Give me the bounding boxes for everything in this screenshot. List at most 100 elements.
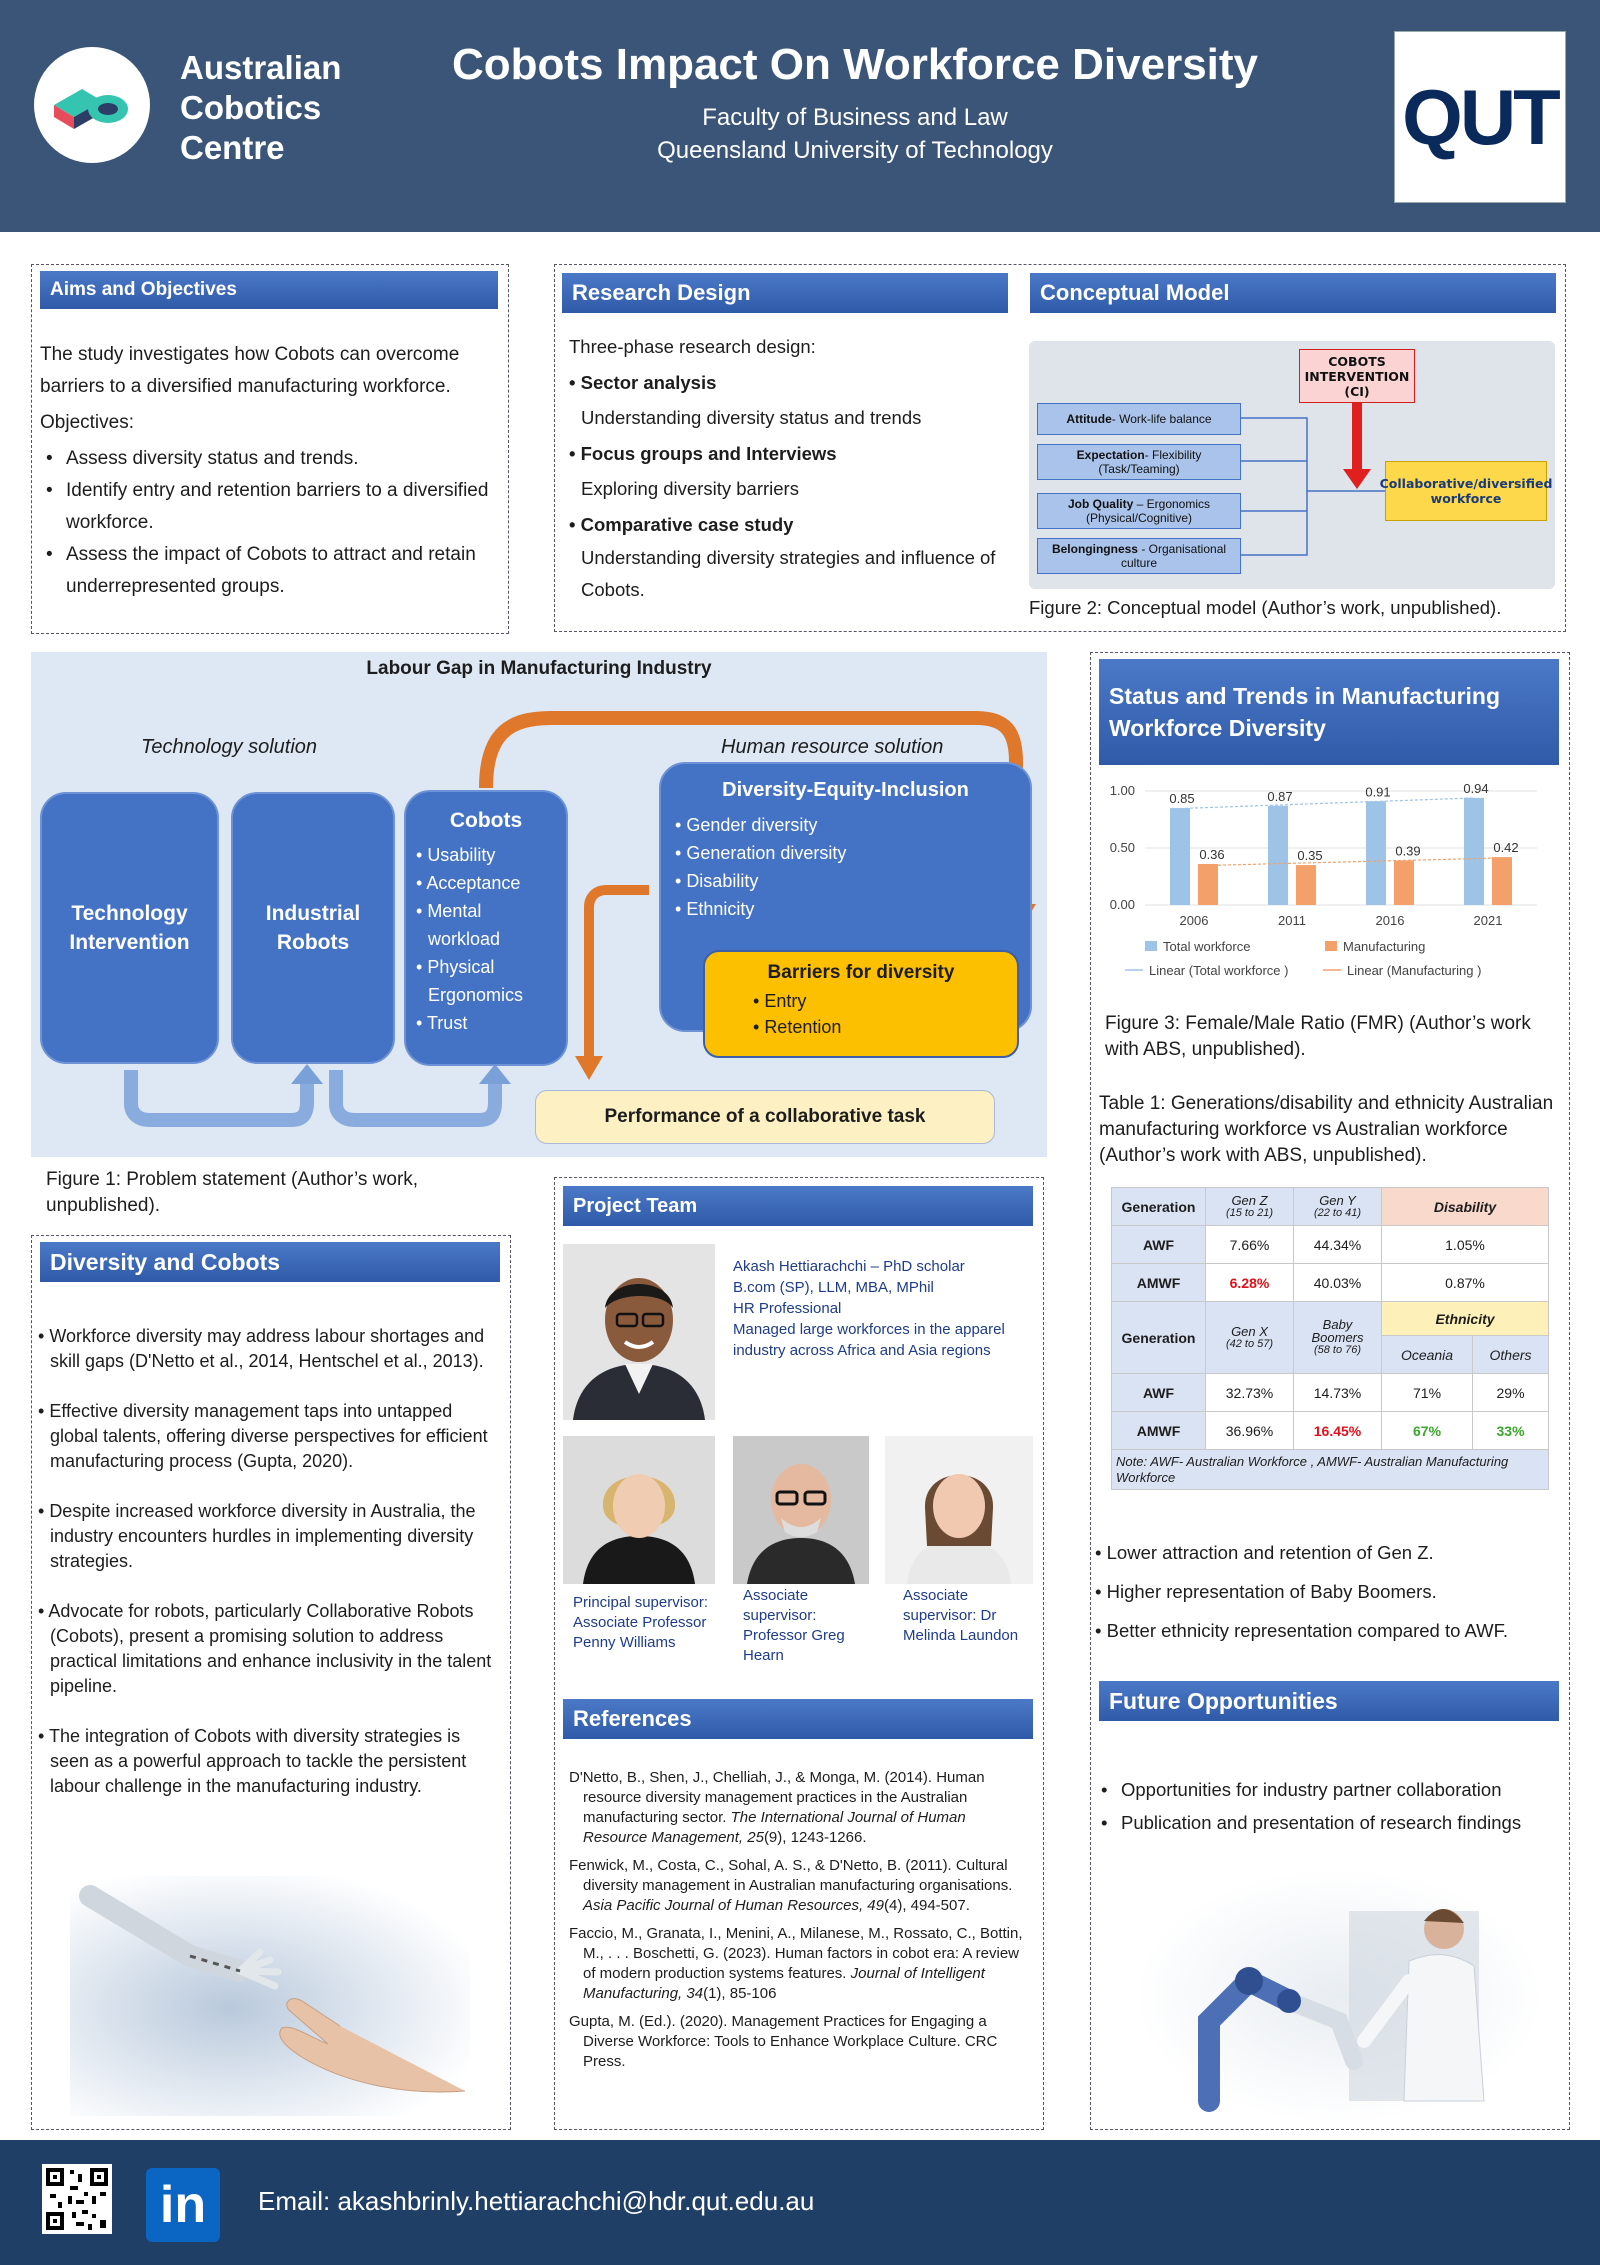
cell-amwf-oceania: 67% <box>1380 1411 1474 1450</box>
x-tick-label: 2011 <box>1278 913 1306 928</box>
data-label: 0.91 <box>1365 784 1390 799</box>
diversity-list: • Workforce diversity may address labour… <box>38 1324 500 1799</box>
aims-heading: Aims and Objectives <box>40 271 498 309</box>
cobots-item: • Trust <box>416 1013 468 1033</box>
legend-label: Total workforce <box>1163 939 1250 954</box>
supervisor1-photo <box>563 1436 715 1584</box>
cell-awf-disability: 1.05% <box>1381 1225 1549 1264</box>
bar-total <box>1366 801 1386 905</box>
conceptual-model-figure: COBOTS INTERVENTION (CI) Attitude- Work-… <box>1029 341 1555 589</box>
ref-text: Faccio, M., Granata, I., Menini, A., Mil… <box>569 1925 1023 1982</box>
poster-header: Australian Cobotics Centre Cobots Impact… <box>0 0 1600 232</box>
geny-label: Gen Y <box>1319 1192 1356 1208</box>
future-item: Publication and presentation of research… <box>1095 1806 1565 1839</box>
qr-code-icon[interactable] <box>42 2164 112 2234</box>
references-list: D'Netto, B., Shen, J., Chelliah, J., & M… <box>569 1768 1031 2080</box>
cell-awf-genx: 32.73% <box>1205 1373 1294 1412</box>
table1-caption: Table 1: Generations/disability and ethn… <box>1099 1093 1554 1166</box>
bar-total <box>1268 805 1288 905</box>
status-heading: Status and Trends in Manufacturing Workf… <box>1099 659 1559 765</box>
phase-title-text: Sector analysis <box>580 371 717 393</box>
genx-range: (42 to 57) <box>1225 1337 1274 1350</box>
design-heading: Research Design <box>562 273 1008 313</box>
phase-title: • Sector analysis <box>569 371 717 393</box>
org-line: Cobotics <box>180 89 322 126</box>
cobots-title: Cobots <box>449 809 523 832</box>
y-tick-label: 0.00 <box>1110 897 1135 912</box>
diversity-text: Advocate for robots, particularly Collab… <box>48 1601 492 1696</box>
performance-box: Performance of a collaborative task <box>535 1090 995 1144</box>
ref-text: D'Netto, B., Shen, J., Chelliah, J., & M… <box>569 1769 985 1826</box>
ref-source: The International Journal of Human Resou… <box>583 1809 966 1846</box>
genz-range: (15 to 21) <box>1225 1206 1274 1219</box>
future-list: Opportunities for industry partner colla… <box>1095 1773 1565 1839</box>
bar-total <box>1464 797 1484 905</box>
finding-item: • Higher representation of Baby Boomers. <box>1095 1581 1437 1602</box>
diversity-text: The integration of Cobots with diversity… <box>48 1726 467 1796</box>
ref-text: Fenwick, M., Costa, C., Sohal, A. S., & … <box>569 1857 1013 1894</box>
cobots-item: • Physical Ergonomics <box>416 957 524 1005</box>
future-item: Opportunities for industry partner colla… <box>1095 1773 1565 1806</box>
cobots-item-text: Usability <box>427 845 496 865</box>
cell-amwf-geny: 40.03% <box>1293 1263 1382 1302</box>
cobots-item-text: Acceptance <box>426 873 521 893</box>
cell-amwf-boomers: 16.45% <box>1293 1411 1382 1450</box>
geny-range: (22 to 41) <box>1313 1206 1362 1219</box>
x-tick-label: 2016 <box>1376 913 1405 928</box>
barriers-item: • Entry <box>753 991 807 1011</box>
phase-desc: Exploring diversity barriers <box>581 478 799 499</box>
data-label: 0.35 <box>1297 848 1322 863</box>
factor-expectation: Expectation- Flexibility (Task/Teaming) <box>1037 444 1241 480</box>
objective-item: Assess the impact of Cobots to attract a… <box>40 539 495 603</box>
poster-title: Cobots Impact On Workforce Diversity <box>451 40 1259 89</box>
objective-item: Identify entry and retention barriers to… <box>40 475 495 539</box>
finding-text: Better ethnicity representation compared… <box>1106 1620 1508 1641</box>
cell-awf-oceania: 71% <box>1380 1373 1474 1412</box>
contact-email[interactable]: Email: akashbrinly.hettiarachchi@hdr.qut… <box>258 2186 815 2216</box>
cobotics-logo <box>34 47 150 163</box>
factor-label: Belongingness <box>1051 542 1138 556</box>
barriers-item-text: Entry <box>764 991 807 1011</box>
factor-label: Job Quality <box>1067 497 1134 511</box>
legend-label: Linear (Total workforce ) <box>1149 963 1288 978</box>
design-body: Three-phase research design: • Sector an… <box>569 329 1019 606</box>
finding-text: Lower attraction and retention of Gen Z. <box>1106 1542 1434 1563</box>
factor-label: Expectation <box>1076 448 1145 462</box>
ref-pages: (4), 494-507. <box>883 1897 970 1914</box>
bar-total <box>1170 808 1190 905</box>
factor-desc: - Flexibility (Task/Teaming) <box>1098 448 1202 476</box>
diversity-item: • Workforce diversity may address labour… <box>38 1326 485 1371</box>
cobots-item-text: Trust <box>426 1013 468 1033</box>
supervisor1-caption: Principal supervisor: Associate Professo… <box>573 1594 709 1651</box>
future-heading: Future Opportunities <box>1099 1681 1559 1721</box>
objective-item: Assess diversity status and trends. <box>40 443 495 475</box>
legend-swatch <box>1325 941 1337 951</box>
supervisor3-photo <box>885 1436 1033 1584</box>
boomers-range: (58 to 76) <box>1313 1344 1362 1356</box>
bio-line: B.com (SP), LLM, MBA, MPhil <box>733 1279 934 1296</box>
linkedin-icon[interactable]: in <box>146 2168 220 2242</box>
trendline <box>1207 857 1503 867</box>
cobots-item: • Acceptance <box>416 873 521 893</box>
model-heading: Conceptual Model <box>1030 273 1556 313</box>
data-label: 0.94 <box>1463 781 1488 796</box>
bar-manufacturing <box>1198 863 1218 905</box>
aims-intro: The study investigates how Cobots can ov… <box>40 344 460 397</box>
dei-item: • Disability <box>675 871 759 891</box>
robot-human-hands-photo <box>70 1876 470 2116</box>
y-tick-label: 1.00 <box>1110 783 1135 798</box>
cobots-item-text: Mental workload <box>427 901 501 949</box>
row-label-awf: AWF <box>1111 1373 1206 1412</box>
diversity-text: Despite increased workforce diversity in… <box>49 1501 476 1571</box>
diversity-text: Workforce diversity may address labour s… <box>49 1326 485 1371</box>
dei-item: • Ethnicity <box>675 899 755 919</box>
table-note: Note: AWF- Australian Workforce , AMWF- … <box>1111 1449 1549 1490</box>
diversity-item: • The integration of Cobots with diversi… <box>38 1726 467 1796</box>
diversity-text: Effective diversity management taps into… <box>49 1401 488 1471</box>
cell-amwf-genz: 6.28% <box>1205 1263 1294 1302</box>
diversity-item: • Despite increased workforce diversity … <box>38 1501 476 1571</box>
lab-scene <box>1198 1908 1485 2112</box>
col-header-ethnicity: Ethnicity <box>1381 1301 1549 1336</box>
data-label: 0.85 <box>1169 791 1194 806</box>
generation-table: Generation Gen Z(15 to 21) Gen Y(22 to 4… <box>1111 1187 1549 1490</box>
